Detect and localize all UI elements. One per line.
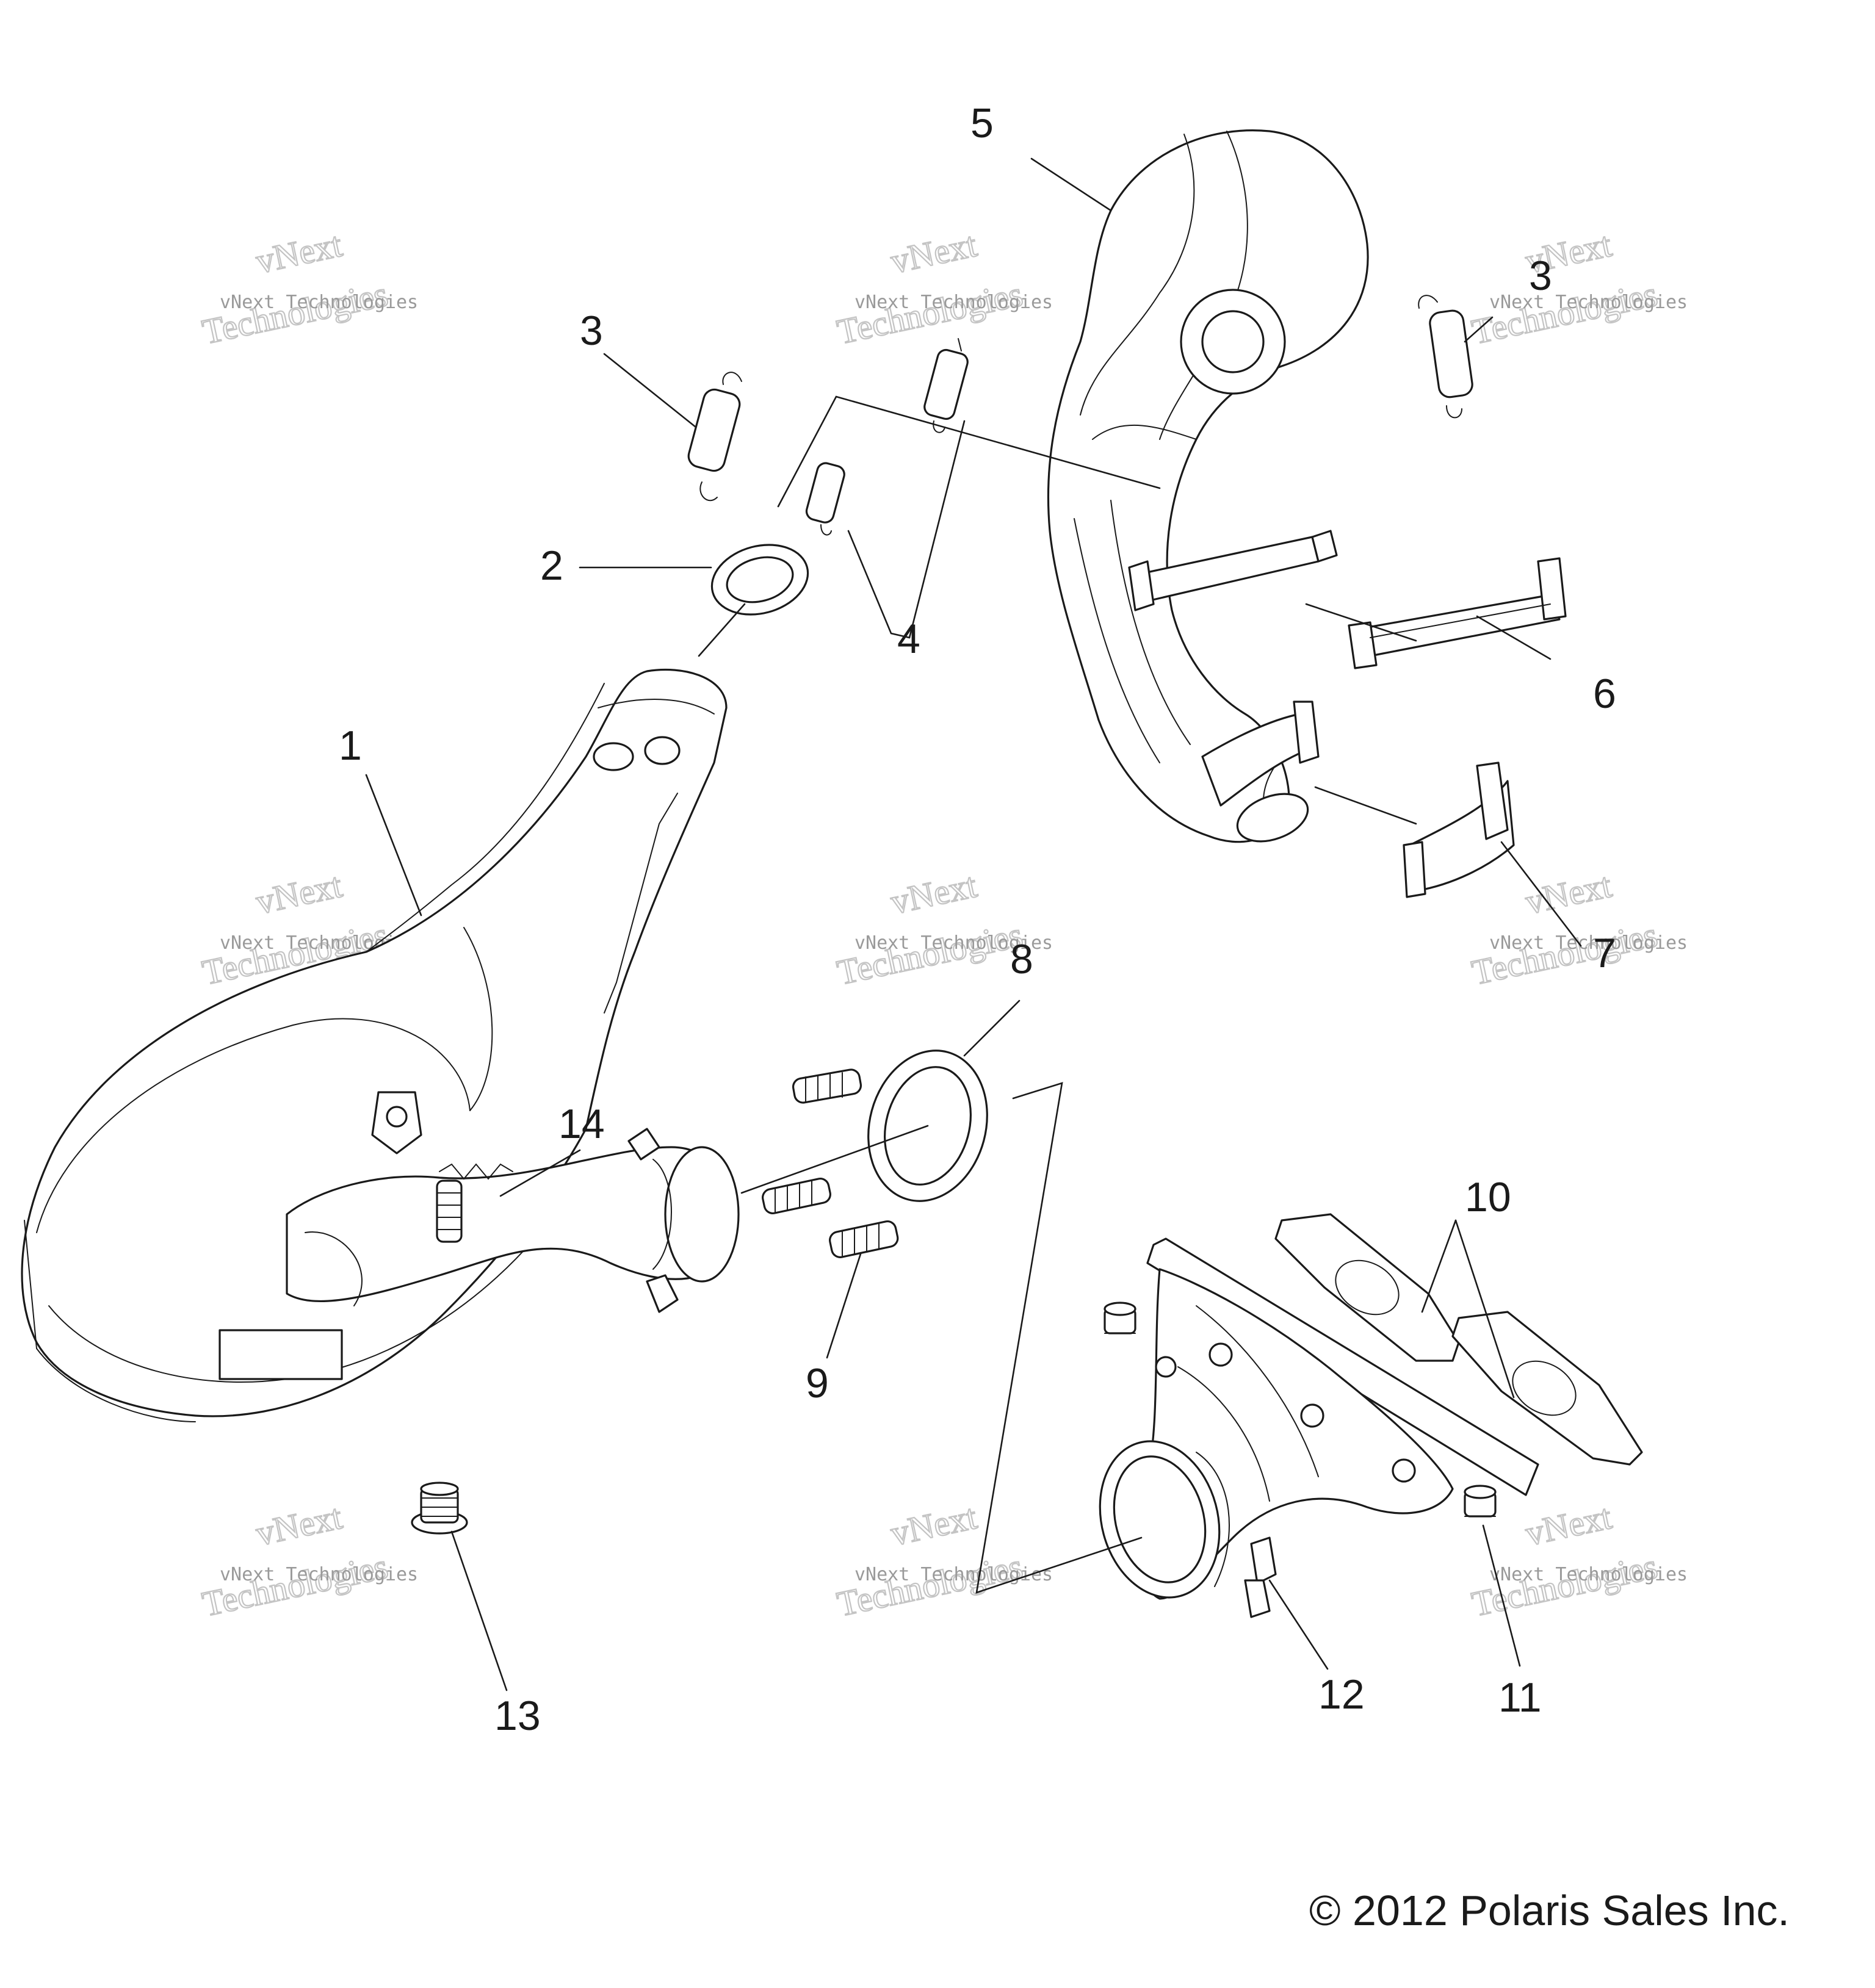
svg-text:vNext Technologies: vNext Technologies (854, 292, 1053, 313)
svg-text:vNext Technologies: vNext Technologies (1489, 1564, 1688, 1585)
callout-12: 12 (1318, 1671, 1365, 1718)
callout-labels: 1 2 3 3 4 5 6 7 8 9 10 11 12 13 14 (339, 100, 1616, 1739)
gasket-ring-part-2 (710, 544, 809, 616)
watermark: vNext Technologies vNext Technologies (198, 1496, 418, 1625)
watermark: vNext Technologies vNext Technologies (1468, 865, 1688, 993)
callout-11: 11 (1498, 1674, 1542, 1721)
bolt-part-11b (1464, 1485, 1497, 1518)
exhaust-pipe-part-1 (21, 668, 740, 1422)
svg-text:vNext: vNext (253, 865, 345, 922)
svg-text:vNext: vNext (887, 865, 980, 922)
spring-part-9b (762, 1178, 831, 1214)
gasket-part-10a (1274, 1213, 1460, 1362)
svg-text:vNext: vNext (1522, 1497, 1615, 1554)
callout-13: 13 (494, 1693, 541, 1739)
callout-5: 5 (970, 100, 994, 146)
spring-part-3-right (1418, 295, 1473, 419)
svg-text:vNext: vNext (253, 1497, 345, 1554)
expansion-chamber-part-5 (1047, 129, 1369, 843)
watermark-group: vNext Technologies vNext Technologies vN… (198, 224, 1688, 1625)
small-spring-part-4b (923, 338, 969, 433)
svg-text:vNext: vNext (887, 225, 980, 281)
spring-part-9a (792, 1068, 862, 1104)
svg-text:vNext Technologies: vNext Technologies (220, 292, 418, 313)
watermark: vNext Technologies vNext Technologies (1468, 224, 1688, 353)
bolt-part-11a (1104, 1302, 1136, 1334)
svg-text:vNext Technologies: vNext Technologies (854, 1564, 1053, 1585)
curved-bracket-part-7 (1403, 762, 1515, 898)
svg-text:vNext: vNext (887, 1497, 980, 1554)
callout-2: 2 (540, 542, 563, 589)
gasket-part-10b (1451, 1311, 1643, 1466)
leader-lines (365, 157, 1582, 1691)
bracket-part-6 (1348, 557, 1567, 669)
svg-text:vNext Technologies: vNext Technologies (1489, 292, 1688, 313)
small-spring-part-4a (805, 462, 845, 536)
spring-part-9c (829, 1220, 899, 1258)
callout-3-left: 3 (580, 308, 603, 354)
callout-3-right: 3 (1529, 253, 1552, 299)
spring-part-3-left (687, 372, 742, 502)
callout-9: 9 (806, 1360, 829, 1406)
watermark: vNext Technologies vNext Technologies (198, 224, 418, 353)
callout-14: 14 (558, 1101, 605, 1147)
watermark: vNext Technologies vNext Technologies (833, 224, 1053, 353)
callout-7: 7 (1593, 930, 1616, 976)
callout-10: 10 (1465, 1174, 1511, 1220)
plug-part-13 (411, 1482, 468, 1535)
callout-1: 1 (339, 722, 362, 769)
callout-4: 4 (897, 616, 920, 662)
copyright-notice: © 2012 Polaris Sales Inc. (1309, 1887, 1790, 1934)
svg-text:vNext: vNext (253, 225, 345, 281)
watermark: vNext Technologies vNext Technologies (833, 1496, 1053, 1625)
callout-8: 8 (1010, 936, 1033, 982)
svg-text:vNext Technologies: vNext Technologies (1489, 932, 1688, 954)
svg-text:vNext: vNext (1522, 865, 1615, 922)
svg-text:vNext Technologies: vNext Technologies (220, 1564, 418, 1585)
exhaust-manifold-part-12 (1099, 1237, 1539, 1618)
callout-6: 6 (1593, 671, 1616, 717)
svg-text:vNext Technologies: vNext Technologies (854, 932, 1053, 954)
